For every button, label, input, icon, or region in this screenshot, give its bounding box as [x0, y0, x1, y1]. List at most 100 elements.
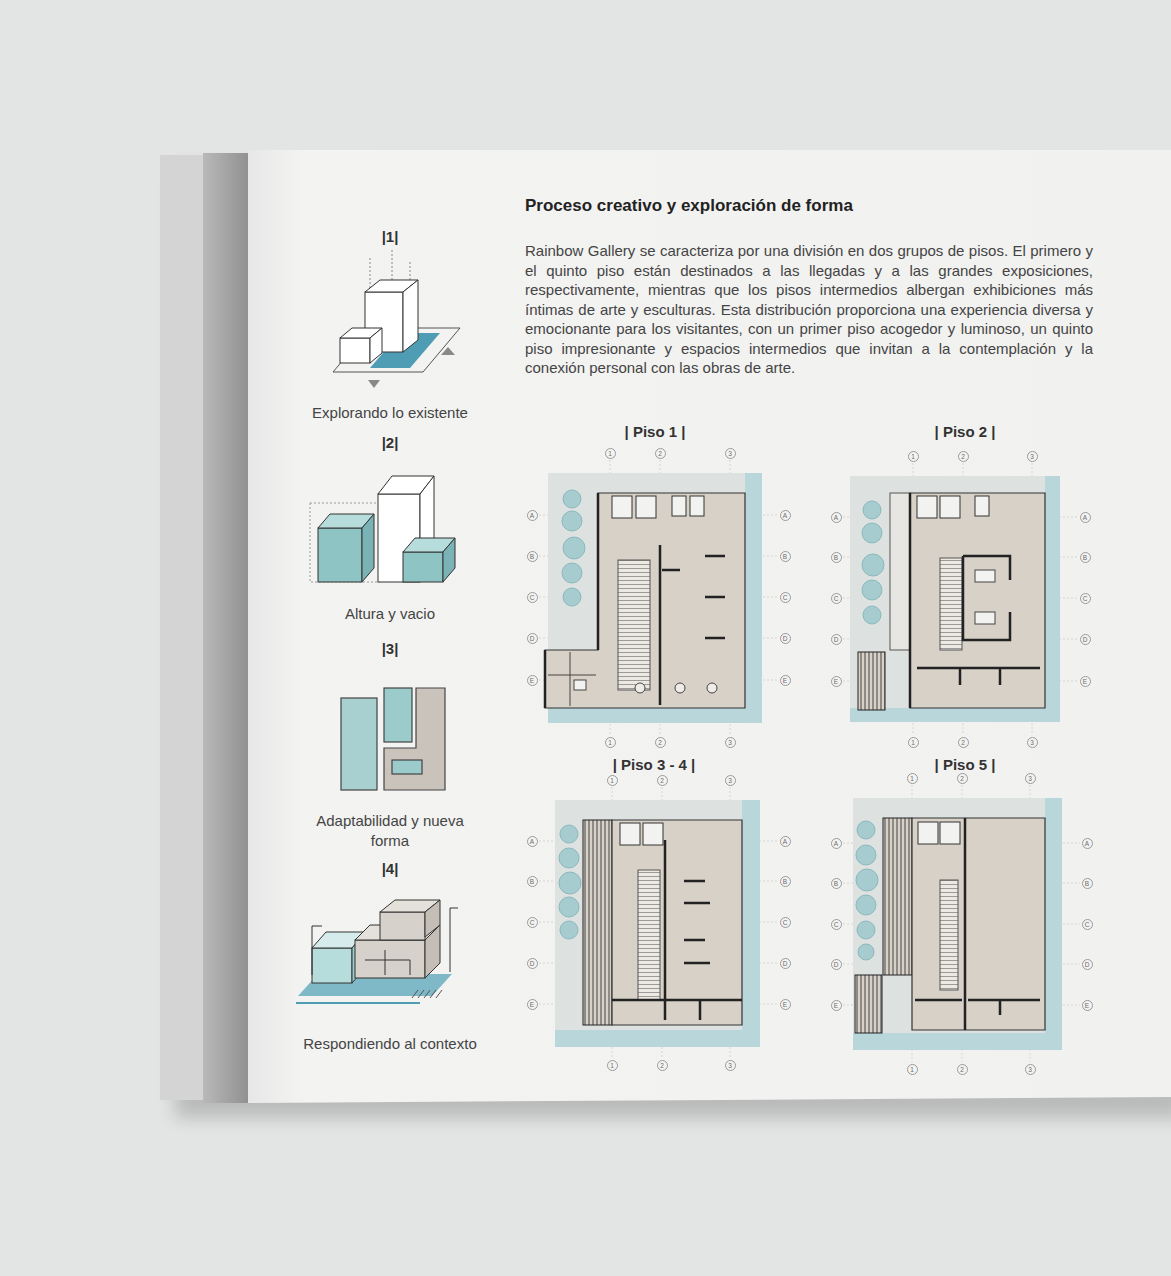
floor-plan-panel: | Piso 3 - 4 | — [519, 756, 789, 1076]
floor-plan-drawing-2 — [862, 554, 884, 576]
grid-axis-label: 1 — [908, 451, 919, 462]
floor-plan-drawing-3 — [559, 848, 579, 868]
massing-sketch-4 — [312, 948, 352, 983]
massing-sketch-2 — [310, 503, 380, 582]
floor-plan-drawing-2 — [862, 523, 882, 543]
floor-plan-drawing-3 — [612, 840, 742, 1020]
grid-axis-label: 2 — [655, 737, 666, 748]
grid-axis-label: E — [831, 676, 842, 687]
grid-axis-label: A — [831, 512, 842, 523]
grid-axis-label: D — [527, 633, 538, 644]
massing-sketch-2 — [318, 528, 362, 582]
grid-axis-label: B — [527, 876, 538, 887]
floor-plan-drawing-3 — [555, 1030, 760, 1047]
grid-axis-label: A — [527, 510, 538, 521]
massing-sketch-4 — [365, 950, 410, 975]
floor-plan-drawing-1 — [660, 545, 725, 705]
floor-plan-drawing-2 — [890, 493, 910, 650]
plan-heading: | Piso 5 | — [830, 756, 1100, 773]
floor-plan-drawing-1 — [745, 473, 762, 723]
floor-plan-drawing-5 — [857, 921, 875, 939]
floor-plan-drawing-1 — [675, 683, 685, 693]
floor-plan-drawing-1 — [563, 588, 581, 606]
grid-axis-label: C — [831, 593, 842, 604]
step-caption: Explorando lo existente — [285, 403, 495, 423]
massing-sketch-1 — [368, 380, 380, 388]
floor-plan-drawing-5 — [856, 845, 876, 865]
grid-axis-label: 2 — [957, 773, 968, 784]
floor-plan-panel: | Piso 1 | — [520, 423, 790, 753]
floor-plan-drawing-3 — [559, 872, 581, 894]
grid-axis-label: 3 — [1025, 773, 1036, 784]
grid-axis-label: B — [831, 552, 842, 563]
floor-plan-drawing-1 — [563, 537, 585, 559]
massing-sketch-2 — [362, 514, 374, 582]
grid-axis-label: E — [1082, 1000, 1093, 1011]
grid-axis-label: E — [831, 1000, 842, 1011]
floor-plan-drawing-1 — [618, 560, 650, 690]
floor-plan-drawing-5 — [853, 1033, 1062, 1050]
floor-plan-drawing-1 — [545, 473, 762, 723]
grid-axis-label: A — [1080, 512, 1091, 523]
step-figure: |1| Explorando lo existente — [285, 226, 495, 427]
grid-axis-label: A — [1082, 838, 1093, 849]
grid-axis-label: B — [780, 876, 791, 887]
floor-plan-drawing-2 — [909, 493, 912, 708]
step-number: |4| — [285, 860, 495, 877]
floor-plan-drawing-1 — [635, 683, 645, 693]
massing-sketch-4 — [312, 908, 458, 975]
grid-axis-label: C — [1080, 593, 1091, 604]
floor-plan-drawing-2 — [910, 493, 1045, 708]
grid-axis-label: 1 — [908, 737, 919, 748]
floor-plan-drawing-3 — [560, 825, 578, 843]
floor-plan-drawing-3 — [560, 921, 578, 939]
grid-axis-label: 3 — [1027, 737, 1038, 748]
floor-plan-drawing-3 — [559, 897, 579, 917]
grid-axis-label: B — [1080, 552, 1091, 563]
floor-plan-drawing-2 — [917, 496, 937, 518]
massing-sketch-3 — [392, 760, 422, 774]
plan-heading: | Piso 3 - 4 | — [519, 756, 789, 773]
massing-sketch-1 — [403, 280, 418, 352]
floor-plan-drawing-3 — [612, 820, 742, 1025]
massing-sketch-3 — [341, 688, 445, 790]
grid-axis-label: D — [1082, 959, 1093, 970]
floor-plan-drawing-1 — [562, 511, 582, 531]
floor-plan-drawing-3 — [559, 825, 581, 939]
floor-plan-drawing-1 — [672, 496, 686, 516]
floor-plan-drawing-1 — [563, 490, 581, 508]
floor-plan-drawing-5 — [918, 822, 938, 844]
grid-axis-label: 1 — [607, 775, 618, 786]
floor-plan-drawing-5 — [883, 818, 912, 975]
grid-axis-label: C — [527, 592, 538, 603]
grid-axis-label: C — [527, 917, 538, 928]
floor-plan-drawing-5 — [856, 821, 878, 960]
grid-axis-label: 2 — [657, 1060, 668, 1071]
floor-plan-drawing-5 — [853, 798, 1062, 1050]
massing-sketch-4 — [355, 940, 425, 978]
floor-plan-drawing-5 — [915, 818, 1040, 1030]
grid-axis-label: 2 — [958, 451, 969, 462]
grid-axis-label: E — [780, 999, 791, 1010]
floor-plan-drawing-2 — [862, 501, 884, 624]
floor-plan-drawing-2 — [975, 612, 995, 624]
massing-sketch-1 — [340, 338, 370, 363]
floor-plan-drawing-1 — [562, 563, 582, 583]
grid-axis-label: 3 — [725, 775, 736, 786]
floor-plan-drawing-5 — [858, 944, 874, 960]
massing-sketch-3 — [341, 698, 377, 790]
step-number: |1| — [285, 228, 495, 245]
massing-sketch-4 — [296, 1002, 420, 1004]
floor-plan-drawing-5 — [856, 869, 878, 891]
plan-heading: | Piso 2 | — [830, 423, 1100, 440]
grid-axis-label: A — [780, 510, 791, 521]
grid-axis-label: 1 — [605, 448, 616, 459]
floor-plan-drawing-2 — [862, 580, 882, 600]
grid-axis-label: A — [831, 838, 842, 849]
floor-plan-drawing-2 — [850, 476, 1060, 722]
grid-axis-label: E — [1080, 676, 1091, 687]
grid-axis-label: E — [527, 675, 538, 686]
floor-plan-drawing-2 — [940, 558, 962, 650]
